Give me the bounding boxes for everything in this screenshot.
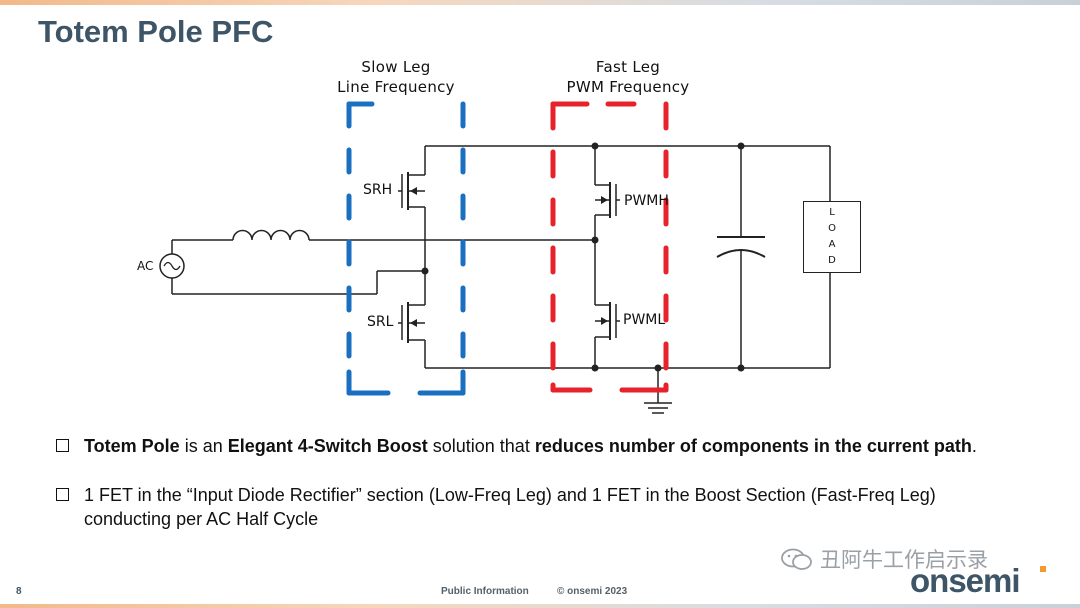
watermark-text: 丑阿牛工作启示录 bbox=[820, 548, 988, 572]
bullet-list: Totem Pole is an Elegant 4-Switch Boost … bbox=[54, 434, 1014, 531]
footer-classification: Public Information bbox=[441, 586, 529, 597]
fast-leg-highlight-box bbox=[550, 101, 669, 393]
bullet-item-2: 1 FET in the “Input Diode Rectifier” sec… bbox=[54, 483, 1014, 531]
bullet-1-text: solution that bbox=[427, 436, 535, 456]
slow-leg-title: Slow Leg bbox=[361, 58, 431, 76]
ac-source-label: AC bbox=[137, 259, 154, 273]
inductor-symbol bbox=[232, 229, 310, 241]
logo-accent-mark bbox=[1040, 566, 1046, 572]
footer-copyright: © onsemi 2023 bbox=[557, 586, 628, 597]
fast-leg-title: Fast Leg bbox=[595, 58, 661, 76]
wechat-watermark: 丑阿牛工作启示录 bbox=[780, 544, 988, 574]
load-box: L O A D bbox=[803, 201, 861, 273]
pwml-label: PWML bbox=[623, 312, 666, 328]
bullet-1-bold-term: Totem Pole bbox=[84, 436, 180, 456]
checkbox-bullet-icon bbox=[56, 488, 69, 501]
pwmh-label: PWMH bbox=[624, 193, 669, 209]
fast-leg-subtitle: PWM Frequency bbox=[566, 78, 690, 96]
slow-leg-highlight-box bbox=[346, 101, 466, 396]
bullet-1-text: is an bbox=[179, 436, 228, 456]
checkbox-bullet-icon bbox=[56, 439, 69, 452]
bottom-accent-bar bbox=[0, 604, 1080, 608]
bullet-1-bold-phrase: Elegant 4-Switch Boost bbox=[227, 436, 428, 456]
load-letter: D bbox=[828, 255, 836, 266]
wechat-icon bbox=[781, 548, 812, 570]
bullet-item-1: Totem Pole is an Elegant 4-Switch Boost … bbox=[54, 434, 1014, 458]
onsemi-logo: onsemi bbox=[910, 562, 1021, 599]
slide-title: Totem Pole PFC bbox=[38, 14, 274, 49]
slow-leg-subtitle: Line Frequency bbox=[337, 78, 455, 96]
page-number: 8 bbox=[16, 586, 22, 597]
load-letter: A bbox=[828, 239, 836, 250]
fast-leg-label: Fast Leg PWM Frequency bbox=[544, 57, 712, 97]
slow-leg-label: Slow Leg Line Frequency bbox=[320, 57, 472, 97]
bullet-2-text: 1 FET in the “Input Diode Rectifier” sec… bbox=[84, 485, 936, 529]
srl-label: SRL bbox=[367, 314, 394, 330]
bullet-1-text: . bbox=[971, 436, 977, 456]
top-accent-bar bbox=[0, 0, 1080, 5]
load-letter: O bbox=[828, 223, 836, 234]
srh-label: SRH bbox=[363, 182, 393, 198]
load-letter: L bbox=[829, 207, 835, 218]
bullet-1-bold-phrase: reduces number of components in the curr… bbox=[534, 436, 972, 456]
